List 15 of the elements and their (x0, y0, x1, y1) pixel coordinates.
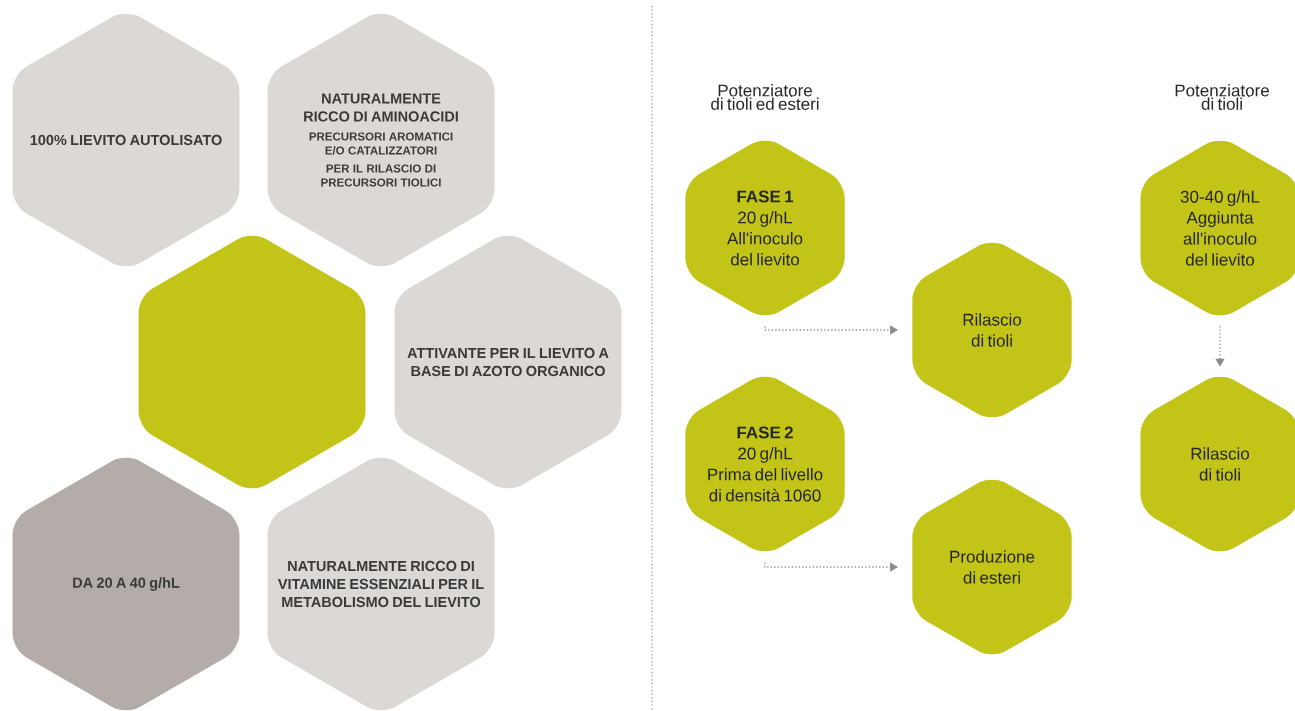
hexagon-box: FASE 2 20 g/hL Prima del livello di densità 1060 (685, 376, 845, 552)
hexagon-box: FASE 1 20 g/hL All'inoculo del lievito (685, 140, 845, 316)
hexagon-box: NATURALMENTE RICCO DI AMINOACIDI PRECURSORI AROMATICI E/O CATALIZZATORI PER IL RILASCIO DI PRECURSORI TIOLICI (267, 13, 495, 267)
hexagon-shape (138, 235, 366, 489)
hexagon-box: 100% LIEVITO AUTOLISATO (12, 13, 240, 267)
column-heading: Potenziatore di tioli ed esteri (711, 84, 819, 110)
arrow (1215, 325, 1225, 367)
hexagon-box: Produzione di esteri (912, 479, 1072, 655)
hexagon-box: ATTIVANTE PER IL LIEVITO A BASE DI AZOTO ORGANICO (394, 235, 622, 489)
hexagon-box: DA 20 A 40 g/hL (12, 457, 240, 711)
hexagon-box: NATURALMENTE RICCO DI VITAMINE ESSENZIALI PER IL METABOLISMO DEL LIEVITO (267, 457, 495, 711)
hexagon-box: Rilascio di tioli (1140, 376, 1295, 552)
column-heading: Potenziatore di tioli (1175, 84, 1269, 110)
hexagon-box: Rilascio di tioli (912, 242, 1072, 418)
hexagon-box: 30-40 g/hL Aggiunta all'inoculo del lievito (1140, 140, 1295, 316)
